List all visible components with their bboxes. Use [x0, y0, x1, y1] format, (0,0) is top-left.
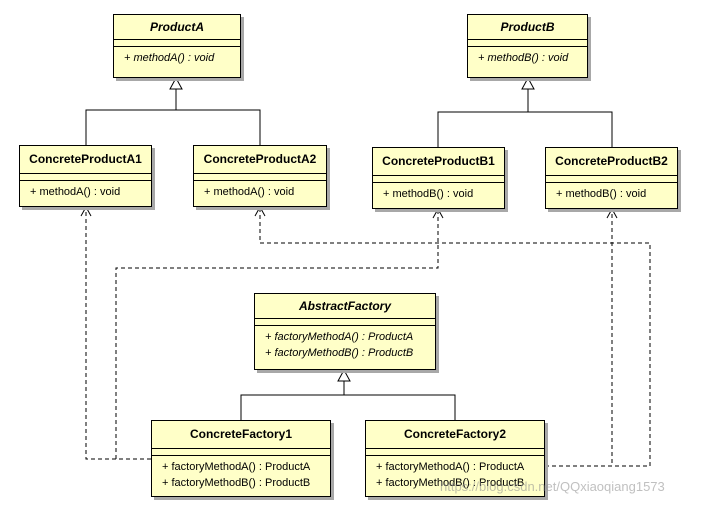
- operation: + methodA() : void: [124, 52, 215, 64]
- attributes-compartment: [114, 40, 240, 47]
- attributes-compartment: [152, 449, 330, 456]
- class-abstract-factory[interactable]: AbstractFactory + factoryMethodA() : Pro…: [254, 293, 436, 370]
- class-concrete-product-b2[interactable]: ConcreteProductB2 + methodB() : void: [545, 147, 678, 209]
- attributes-compartment: [468, 40, 587, 47]
- class-name: ProductA: [114, 15, 240, 40]
- dependency-arrowhead-b1: [432, 207, 444, 219]
- attributes-compartment: [194, 174, 326, 181]
- dependency-factory2-a2: [259, 208, 651, 467]
- operation: + methodA() : void: [204, 186, 295, 198]
- attributes-compartment: [373, 176, 504, 183]
- operations-compartment: + methodA() : void: [114, 47, 240, 66]
- class-name: AbstractFactory: [255, 294, 435, 319]
- attributes-compartment: [546, 176, 677, 183]
- operation: + factoryMethodA() : ProductA: [265, 331, 414, 343]
- attributes-compartment: [20, 174, 151, 181]
- class-name: ConcreteProductB1: [373, 148, 504, 176]
- watermark-text: https://blog.csdn.net/QQxiaoqiang1573: [440, 479, 665, 494]
- attributes-compartment: [366, 449, 544, 456]
- dependency-factory1-b1: [115, 210, 439, 460]
- class-name: ConcreteProductA2: [194, 146, 326, 174]
- dependency-arrowhead-b2: [606, 207, 618, 219]
- dependency-factory2-b2: [545, 210, 613, 467]
- inherit-line-factory: [240, 394, 456, 420]
- operation: + factoryMethodA() : ProductA: [162, 461, 311, 473]
- operation: + factoryMethodA() : ProductA: [376, 461, 525, 473]
- operations-compartment: + methodA() : void: [194, 181, 326, 200]
- dependency-arrowhead-a2: [254, 205, 266, 217]
- operations-compartment: + factoryMethodA() : ProductA + factoryM…: [366, 456, 544, 491]
- attributes-compartment: [255, 319, 435, 326]
- inherit-arrow-b: [521, 76, 535, 90]
- inherit-line-b: [437, 111, 613, 147]
- inherit-line-a1: [85, 109, 261, 145]
- class-concrete-product-a1[interactable]: ConcreteProductA1 + methodA() : void: [19, 145, 152, 207]
- inherit-arrow-a: [169, 76, 183, 90]
- class-concrete-factory1[interactable]: ConcreteFactory1 + factoryMethodA() : Pr…: [151, 420, 331, 497]
- operation: + methodB() : void: [383, 188, 474, 200]
- operations-compartment: + methodB() : void: [468, 47, 587, 66]
- operation: + factoryMethodB() : ProductB: [265, 347, 414, 359]
- class-name: ConcreteFactory2: [366, 421, 544, 449]
- class-name: ProductB: [468, 15, 587, 40]
- dependency-factory1-a1: [85, 208, 151, 460]
- class-name: ConcreteProductB2: [546, 148, 677, 176]
- class-concrete-product-a2[interactable]: ConcreteProductA2 + methodA() : void: [193, 145, 327, 207]
- inherit-arrow-factory: [337, 368, 351, 382]
- class-concrete-product-b1[interactable]: ConcreteProductB1 + methodB() : void: [372, 147, 505, 209]
- class-name: ConcreteProductA1: [20, 146, 151, 174]
- operations-compartment: + methodB() : void: [373, 183, 504, 202]
- class-name: ConcreteFactory1: [152, 421, 330, 449]
- operations-compartment: + methodB() : void: [546, 183, 677, 202]
- operation: + methodB() : void: [556, 188, 647, 200]
- operations-compartment: + factoryMethodA() : ProductA + factoryM…: [152, 456, 330, 491]
- operations-compartment: + methodA() : void: [20, 181, 151, 200]
- operation: + factoryMethodB() : ProductB: [376, 477, 525, 489]
- class-concrete-factory2[interactable]: ConcreteFactory2 + factoryMethodA() : Pr…: [365, 420, 545, 497]
- class-product-a[interactable]: ProductA + methodA() : void: [113, 14, 241, 78]
- operation: + methodA() : void: [30, 186, 121, 198]
- dependency-arrowhead-a1: [80, 205, 92, 217]
- operations-compartment: + factoryMethodA() : ProductA + factoryM…: [255, 326, 435, 361]
- class-product-b[interactable]: ProductB + methodB() : void: [467, 14, 588, 78]
- operation: + methodB() : void: [478, 52, 569, 64]
- operation: + factoryMethodB() : ProductB: [162, 477, 311, 489]
